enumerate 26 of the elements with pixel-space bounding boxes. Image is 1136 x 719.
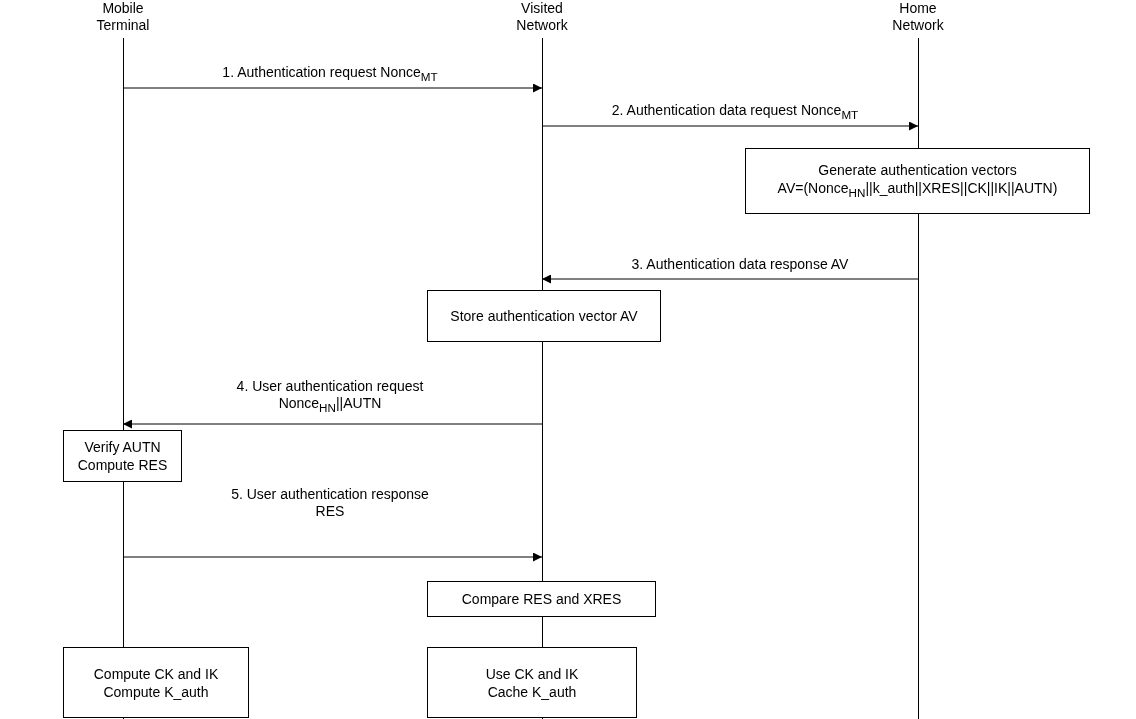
message-arrow [122,419,543,429]
message-arrow [122,83,543,93]
box-text: Compare RES and XRES [461,590,622,608]
process-box [745,148,1090,214]
edge-label: 2. Authentication data request Nonce$_{MT}$ [610,102,860,123]
box-text: AV=(Nonce$_{HN}$||k_auth||XRES||CK||IK||AUTN) [777,178,1058,201]
message-arrow [541,121,919,131]
participant-label: Home Network [891,0,945,34]
box-text: Use CK and IK Cache K_auth [484,664,580,701]
message-arrow [541,274,919,284]
process-box [427,290,661,342]
edge-label: 4. User authentication request Nonce$_{HN}$||AUTN [235,378,425,416]
box-text: Generate authentication vectors [818,160,1017,179]
edge-label: 1. Authentication request Nonce$_{MT}$ [221,64,439,85]
participant-label: Mobile Terminal [95,0,151,34]
edge-label: 3. Authentication data response AV [630,256,850,273]
edge-label: 5. User authentication response RES [230,486,430,520]
participant-label: Visited Network [515,0,569,34]
box-text: Verify AUTN Compute RES [76,438,169,474]
box-text: Store authentication vector AV [450,307,638,325]
box-text: Compute CK and IK Compute K_auth [92,664,220,701]
process-box [63,430,182,482]
message-arrow [122,552,543,562]
process-box [63,647,249,718]
process-box [427,647,637,718]
process-box [427,581,656,617]
